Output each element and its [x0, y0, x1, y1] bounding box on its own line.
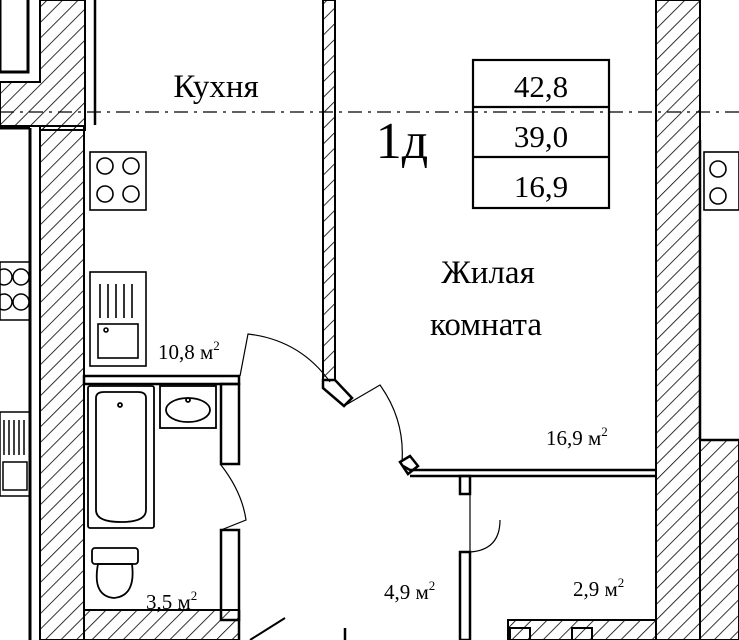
bottom-door-frames: [249, 617, 593, 640]
kitchen-sink-icon: [89, 271, 147, 367]
neighbor-outlines: [0, 0, 32, 640]
kitchen-area: 10,8 м2: [158, 338, 220, 364]
living-room-area: 16,9 м2: [546, 424, 608, 450]
door-swings: [220, 333, 501, 553]
kitchen-label: Кухня: [173, 69, 258, 105]
washbasin-icon: [159, 385, 217, 429]
living-room-label-line1: Жилая: [441, 255, 535, 291]
stove-icon: [89, 151, 147, 211]
table-total-area: 42,8: [514, 69, 568, 104]
area-table: [471, 58, 611, 210]
neighbor-stove-icon: [0, 261, 31, 321]
living-room-label-line2: комната: [430, 307, 542, 343]
hall-area: 4,9 м2: [384, 578, 435, 604]
table-living-area: 16,9: [514, 169, 568, 204]
neighbor-sink-icon: [0, 411, 31, 497]
partitions: [82, 0, 739, 640]
table-living-total-area: 39,0: [514, 119, 568, 154]
bathtub-icon: [87, 385, 155, 529]
apartment-code: 1д: [376, 113, 428, 170]
bathroom-area: 3,5 м2: [146, 588, 197, 614]
toilet-icon: [91, 547, 139, 599]
storage-area: 2,9 м2: [573, 575, 624, 601]
neighbor-stove-right-icon: [703, 151, 739, 211]
